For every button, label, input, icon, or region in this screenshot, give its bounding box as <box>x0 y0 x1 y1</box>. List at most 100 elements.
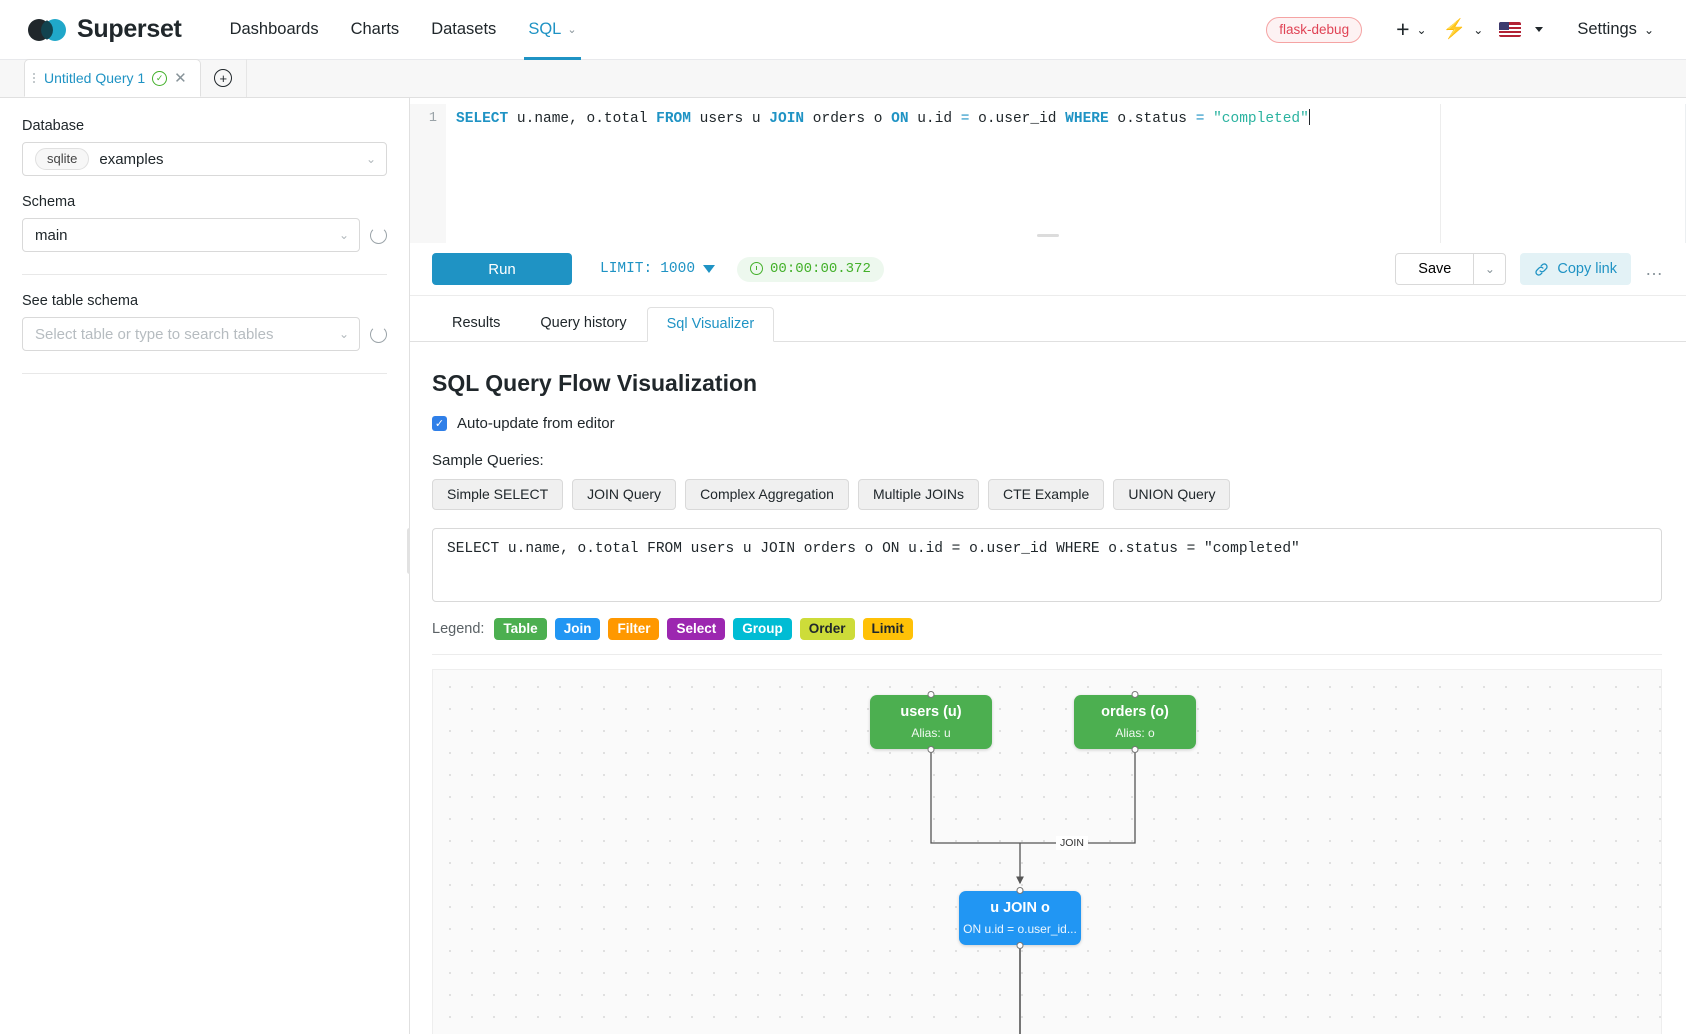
settings-menu[interactable]: Settings ⌄ <box>1551 20 1662 39</box>
schema-label: Schema <box>22 194 76 210</box>
sample-button-complex-aggregation[interactable]: Complex Aggregation <box>685 479 849 510</box>
plus-icon: + <box>1396 16 1410 42</box>
close-icon[interactable]: ✕ <box>174 69 187 87</box>
editor-splitter-handle[interactable] <box>1037 234 1059 237</box>
database-section: Database sqlite examples ⌄ <box>22 118 387 176</box>
node-port-bottom <box>927 746 935 753</box>
quick-actions-button[interactable]: ⚡ ⌄ <box>1435 20 1492 39</box>
flask-debug-badge: flask-debug <box>1266 16 1363 43</box>
caret-down-icon <box>1535 27 1544 32</box>
clock-icon <box>750 262 764 275</box>
result-tab-bar: Results Query history Sql Visualizer <box>410 296 1686 342</box>
add-query-tab-button[interactable]: + <box>201 59 247 97</box>
db-engine-pill: sqlite <box>35 148 90 170</box>
run-button[interactable]: Run <box>432 253 572 285</box>
node-port-top <box>927 691 935 698</box>
node-title: orders (o) <box>1101 703 1169 720</box>
tab-sql-visualizer[interactable]: Sql Visualizer <box>646 307 775 342</box>
sidebar-resize-handle[interactable] <box>407 528 412 574</box>
database-select[interactable]: sqlite examples ⌄ <box>22 142 387 176</box>
brand-logo-group[interactable]: Superset <box>26 15 182 44</box>
sql-visualizer-panel: SQL Query Flow Visualization ✓ Auto-upda… <box>410 342 1686 1034</box>
settings-label: Settings <box>1577 20 1637 38</box>
tab-results[interactable]: Results <box>452 315 501 331</box>
save-dropdown-button[interactable]: ⌄ <box>1474 253 1507 285</box>
node-subtitle: Alias: u <box>911 726 951 741</box>
new-menu-button[interactable]: + ⌄ <box>1388 18 1435 41</box>
save-button[interactable]: Save <box>1395 253 1475 285</box>
table-schema-label: See table schema <box>22 293 139 309</box>
table-select-placeholder: Select table or type to search tables <box>35 325 274 343</box>
legend: Legend: Table Join Filter Select Group O… <box>432 618 1662 655</box>
sample-button-multiple-joins[interactable]: Multiple JOINs <box>857 479 979 510</box>
nav-link-sql[interactable]: SQL ⌄ <box>512 0 592 60</box>
sql-editor[interactable]: 1 SELECT u.name, o.total FROM users u JO… <box>410 104 1686 243</box>
sql-input-textarea[interactable] <box>432 528 1662 602</box>
node-title: u JOIN o <box>990 899 1050 916</box>
limit-label: LIMIT: <box>600 261 653 277</box>
node-port-bottom <box>1131 746 1139 753</box>
toolbar-right: Save ⌄ Copy link … <box>1395 253 1664 285</box>
auto-update-label: Auto-update from editor <box>457 415 615 432</box>
sidebar-divider-2 <box>22 373 387 374</box>
flow-edges <box>930 749 1136 1034</box>
flow-node-users[interactable]: users (u) Alias: u <box>870 691 992 753</box>
sample-query-buttons: Simple SELECT JOIN Query Complex Aggrega… <box>432 479 1662 510</box>
nav-label: SQL <box>528 20 562 38</box>
left-sidebar: Database sqlite examples ⌄ Schema main ⌄ <box>0 98 412 1034</box>
navbar-right: flask-debug + ⌄ ⚡ ⌄ Settings ⌄ <box>1266 16 1662 43</box>
nav-link-datasets[interactable]: Datasets <box>415 0 512 60</box>
sample-button-cte-example[interactable]: CTE Example <box>987 479 1105 510</box>
editor-gutter: 1 <box>410 104 446 243</box>
sample-button-union-query[interactable]: UNION Query <box>1113 479 1231 510</box>
editor-code-line: SELECT u.name, o.total FROM users u JOIN… <box>456 109 1310 127</box>
database-value: examples <box>99 150 164 168</box>
schema-section: Schema main ⌄ <box>22 194 387 252</box>
flow-node-orders[interactable]: orders (o) Alias: o <box>1074 691 1196 753</box>
main-body: Database sqlite examples ⌄ Schema main ⌄ <box>0 98 1686 1034</box>
query-timer: 00:00:00.372 <box>737 256 884 282</box>
tab-query-history[interactable]: Query history <box>540 315 627 331</box>
flag-us-icon <box>1499 22 1522 37</box>
node-subtitle: ON u.id = o.user_id... <box>963 922 1077 937</box>
schema-select[interactable]: main ⌄ <box>22 218 360 252</box>
node-port-bottom <box>1016 942 1024 949</box>
more-options-icon[interactable]: … <box>1645 258 1664 279</box>
copy-link-label: Copy link <box>1557 261 1617 277</box>
brand-name: Superset <box>77 15 182 43</box>
flow-canvas[interactable]: users (u) Alias: u orders (o) Alias: o u… <box>432 669 1662 1034</box>
line-number: 1 <box>428 111 437 126</box>
nav-label: Charts <box>350 20 400 38</box>
drag-dots-icon <box>33 73 35 83</box>
schema-value: main <box>35 226 68 244</box>
limit-value: 1000 <box>660 261 696 277</box>
edge-label-join: JOIN <box>1056 836 1088 850</box>
legend-chip-order: Order <box>799 618 855 640</box>
query-tab-untitled-query-1[interactable]: Untitled Query 1 ✓ ✕ <box>24 59 201 97</box>
table-schema-section: See table schema Select table or type to… <box>22 293 387 351</box>
table-select[interactable]: Select table or type to search tables ⌄ <box>22 317 360 351</box>
sample-button-simple-select[interactable]: Simple SELECT <box>432 479 564 510</box>
nav-link-charts[interactable]: Charts <box>335 0 416 60</box>
nav-link-dashboards[interactable]: Dashboards <box>214 0 335 60</box>
limit-dropdown[interactable]: LIMIT: 1000 <box>600 261 716 277</box>
refresh-schema-icon[interactable] <box>370 226 387 244</box>
chevron-down-icon: ⌄ <box>1416 22 1427 37</box>
language-selector[interactable] <box>1491 22 1551 37</box>
editor-toolbar: Run LIMIT: 1000 00:00:00.372 Save ⌄ <box>410 234 1686 296</box>
nav-label: Datasets <box>431 20 497 38</box>
link-icon <box>1535 262 1549 276</box>
legend-chip-table: Table <box>494 618 547 640</box>
copy-link-button[interactable]: Copy link <box>1520 253 1631 285</box>
auto-update-row: ✓ Auto-update from editor <box>432 415 1662 432</box>
legend-chip-group: Group <box>733 618 792 640</box>
auto-update-checkbox[interactable]: ✓ <box>432 416 447 431</box>
right-pane: 1 SELECT u.name, o.total FROM users u JO… <box>410 98 1686 1034</box>
flow-node-join[interactable]: u JOIN o ON u.id = o.user_id... <box>959 887 1081 949</box>
sample-button-join-query[interactable]: JOIN Query <box>572 479 677 510</box>
query-tab-label: Untitled Query 1 <box>44 70 146 86</box>
refresh-tables-icon[interactable] <box>370 325 387 343</box>
chevron-down-icon: ⌄ <box>1484 262 1495 276</box>
node-port-top <box>1016 887 1024 894</box>
